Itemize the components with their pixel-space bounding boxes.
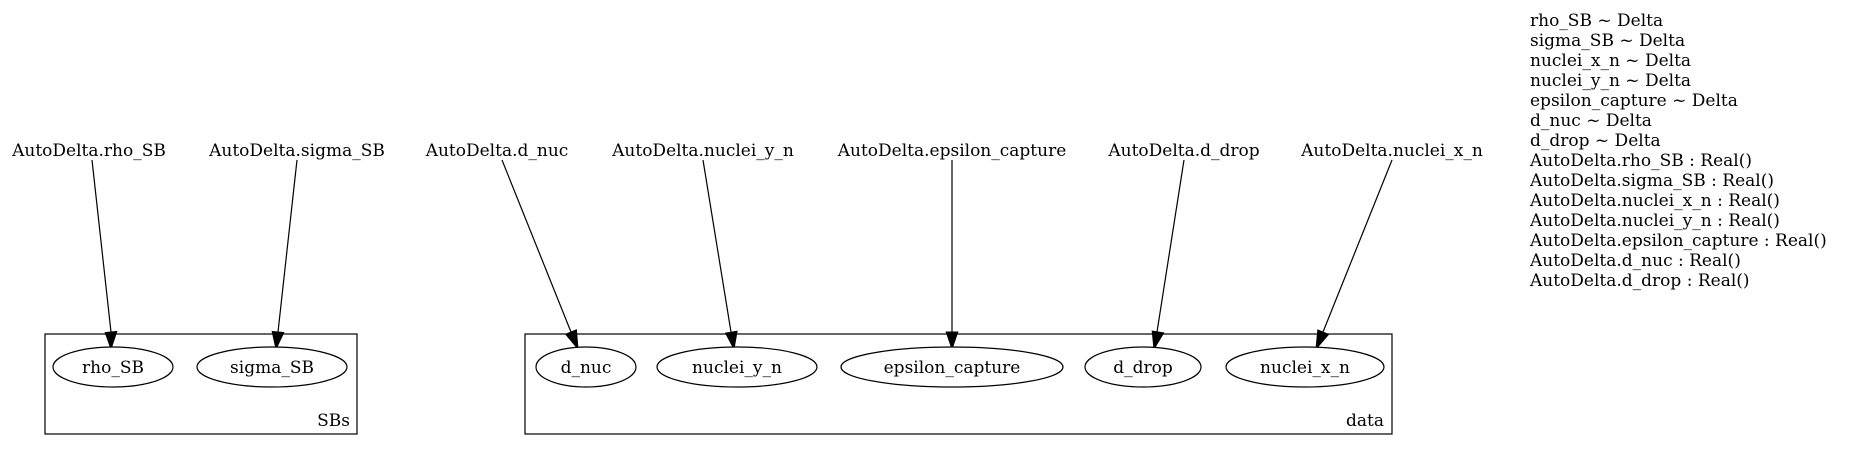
node-nuclei-y-n-label: nuclei_y_n <box>692 358 782 378</box>
arrowhead-d-nuc <box>564 329 579 351</box>
legend-line: AutoDelta.d_nuc : Real() <box>1529 251 1741 271</box>
legend-line: AutoDelta.epsilon_capture : Real() <box>1529 231 1827 251</box>
edge-d-drop <box>1156 159 1185 333</box>
source-label-d-nuc: AutoDelta.d_nuc <box>425 141 569 161</box>
node-epsilon-capture-label: epsilon_capture <box>884 358 1021 378</box>
node-epsilon-capture: epsilon_capture <box>840 346 1064 388</box>
node-nuclei-x-n-label: nuclei_x_n <box>1260 358 1350 378</box>
node-d-nuc-shape <box>535 346 637 388</box>
node-rho-sb-label: rho_SB <box>82 358 144 378</box>
source-label-nuclei-y-n: AutoDelta.nuclei_y_n <box>611 141 794 161</box>
node-d-drop-label: d_drop <box>1113 358 1173 378</box>
source-label-epsilon-capture: AutoDelta.epsilon_capture <box>837 141 1067 161</box>
edge-d-nuc <box>501 159 572 333</box>
node-nuclei-y-n: nuclei_y_n <box>656 346 818 388</box>
edge-rho-sb <box>91 159 112 333</box>
nodes: rho_SB sigma_SB d_nuc nuclei_y_n epsilon… <box>52 346 1385 388</box>
model-spec-legend: rho_SB ~ Delta sigma_SB ~ Delta nuclei_x… <box>1529 11 1827 291</box>
source-label-d-drop: AutoDelta.d_drop <box>1107 141 1259 161</box>
arrowhead-nuclei-y-n <box>724 330 738 351</box>
edges <box>91 159 1393 351</box>
legend-line: AutoDelta.sigma_SB : Real() <box>1529 171 1774 191</box>
edge-nuclei-y-n <box>702 159 732 333</box>
edge-sigma-sb <box>277 159 298 333</box>
node-d-nuc-label: d_nuc <box>561 358 612 378</box>
arrowhead-nuclei-x-n <box>1315 329 1330 351</box>
node-nuclei-x-n-shape <box>1225 346 1385 388</box>
legend-line: sigma_SB ~ Delta <box>1530 31 1685 51</box>
legend-line: nuclei_x_n ~ Delta <box>1530 51 1691 71</box>
node-epsilon-capture-shape <box>840 346 1064 388</box>
source-label-sigma-sb: AutoDelta.sigma_SB <box>208 141 385 161</box>
source-labels: AutoDelta.rho_SB AutoDelta.sigma_SB Auto… <box>11 141 1483 161</box>
legend-line: AutoDelta.d_drop : Real() <box>1529 271 1750 291</box>
node-rho-sb: rho_SB <box>52 346 174 388</box>
legend-line: d_drop ~ Delta <box>1530 131 1661 151</box>
legend-line: AutoDelta.rho_SB : Real() <box>1529 151 1752 171</box>
cluster-data: data <box>524 333 1393 435</box>
source-label-nuclei-x-n: AutoDelta.nuclei_x_n <box>1300 141 1483 161</box>
legend-line: nuclei_y_n ~ Delta <box>1530 71 1691 91</box>
node-sigma-sb-shape <box>196 346 348 388</box>
legend-line: AutoDelta.nuclei_y_n : Real() <box>1529 211 1780 231</box>
source-label-rho-sb: AutoDelta.rho_SB <box>11 141 166 161</box>
cluster-data-label: data <box>1346 411 1384 431</box>
legend-line: epsilon_capture ~ Delta <box>1530 91 1738 111</box>
cluster-sbs: SBs <box>44 333 358 435</box>
legend-line: AutoDelta.nuclei_x_n : Real() <box>1529 191 1780 211</box>
node-nuclei-y-n-shape <box>656 346 818 388</box>
node-sigma-sb: sigma_SB <box>196 346 348 388</box>
node-d-drop: d_drop <box>1084 346 1202 388</box>
arrowhead-rho-sb <box>104 330 118 351</box>
node-sigma-sb-label: sigma_SB <box>230 358 314 378</box>
edge-nuclei-x-n <box>1322 159 1393 333</box>
legend-line: d_nuc ~ Delta <box>1530 111 1652 131</box>
arrowhead-epsilon-capture <box>945 331 959 351</box>
node-d-nuc: d_nuc <box>535 346 637 388</box>
arrowhead-d-drop <box>1151 330 1165 351</box>
node-rho-sb-shape <box>52 346 174 388</box>
cluster-data-box <box>524 333 1393 435</box>
node-nuclei-x-n: nuclei_x_n <box>1225 346 1385 388</box>
arrowhead-sigma-sb <box>271 330 285 351</box>
node-d-drop-shape <box>1084 346 1202 388</box>
cluster-sbs-box <box>44 333 358 435</box>
cluster-sbs-label: SBs <box>317 411 350 431</box>
legend-line: rho_SB ~ Delta <box>1530 11 1663 31</box>
